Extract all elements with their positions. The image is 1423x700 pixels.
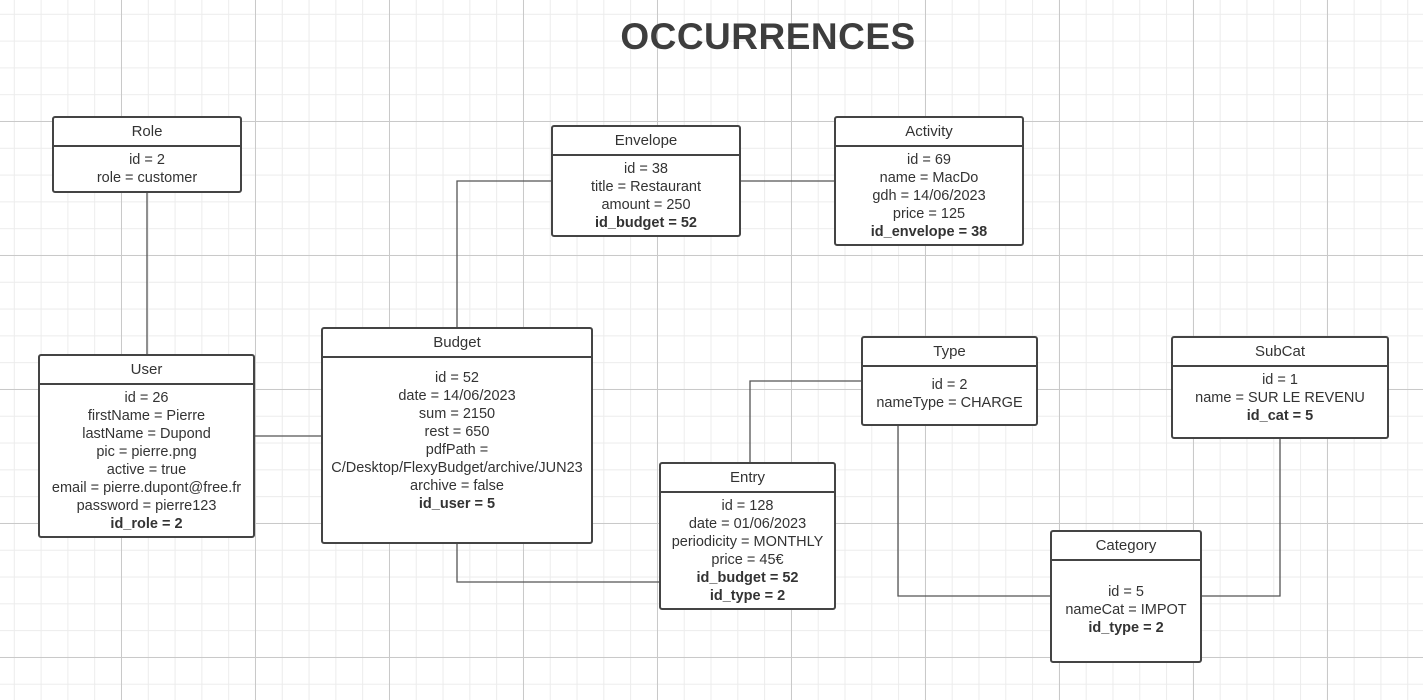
entity-type[interactable]: Type id = 2 nameType = CHARGE [861, 336, 1038, 426]
field: id = 5 [1108, 584, 1144, 600]
field: active = true [106, 462, 187, 478]
entity-user[interactable]: User id = 26 firstName = Pierre lastName… [38, 354, 255, 538]
field: id = 38 [624, 161, 668, 177]
foreign-key-field: id_user = 5 [418, 496, 496, 512]
connector-subcat-category [1201, 439, 1281, 597]
entity-type-name: Type [863, 338, 1036, 367]
field: archive = false [410, 478, 504, 494]
foreign-key-field: id_cat = 5 [1246, 408, 1314, 424]
connector-entry-type [749, 380, 862, 462]
field: id = 69 [907, 152, 951, 168]
entity-subcat[interactable]: SubCat id = 1 name = SUR LE REVENU id_ca… [1171, 336, 1389, 439]
entity-budget-name: Budget [323, 329, 591, 358]
field: gdh = 14/06/2023 [872, 188, 986, 204]
entity-budget[interactable]: Budget id = 52 date = 14/06/2023 sum = 2… [321, 327, 593, 544]
foreign-key-field: id_type = 2 [709, 588, 786, 604]
field: id = 26 [124, 390, 169, 406]
entity-envelope[interactable]: Envelope id = 38 title = Restaurant amou… [551, 125, 741, 237]
field: periodicity = MONTHLY [671, 534, 824, 550]
entity-activity-name: Activity [836, 118, 1022, 147]
entity-role-name: Role [54, 118, 240, 147]
field: password = pierre123 [76, 498, 217, 514]
page-title: OCCURRENCES [620, 16, 916, 57]
field: rest = 650 [424, 424, 490, 440]
field: C/Desktop/FlexyBudget/archive/JUN23 [331, 460, 583, 476]
foreign-key-field: id_role = 2 [110, 516, 183, 532]
entity-entry-name: Entry [661, 464, 834, 493]
entity-role[interactable]: Role id = 2 role = customer [52, 116, 242, 193]
field: nameCat = IMPOT [1065, 602, 1187, 618]
foreign-key-field: id_budget = 52 [595, 215, 697, 231]
field: email = pierre.dupont@free.fr [51, 480, 242, 496]
entity-user-name: User [40, 356, 253, 385]
field: firstName = Pierre [87, 408, 206, 424]
field: lastName = Dupond [82, 426, 211, 442]
entity-activity[interactable]: Activity id = 69 name = MacDo gdh = 14/0… [834, 116, 1024, 246]
field: name = SUR LE REVENU [1195, 390, 1365, 406]
field: date = 14/06/2023 [398, 388, 516, 404]
field: price = 125 [892, 206, 966, 222]
field: date = 01/06/2023 [688, 516, 807, 532]
field: title = Restaurant [590, 179, 702, 195]
field: role = customer [96, 170, 198, 186]
field: id = 2 [931, 377, 968, 393]
entity-category[interactable]: Category id = 5 nameCat = IMPOT id_type … [1050, 530, 1202, 663]
entity-subcat-name: SubCat [1173, 338, 1387, 367]
entity-category-name: Category [1052, 532, 1200, 561]
field: pdfPath = [425, 442, 489, 458]
field: id = 128 [721, 498, 774, 514]
field: pic = pierre.png [96, 444, 197, 460]
foreign-key-field: id_type = 2 [1088, 620, 1164, 636]
foreign-key-field: id_budget = 52 [696, 570, 799, 586]
field: id = 1 [1262, 372, 1298, 388]
field: sum = 2150 [418, 406, 496, 422]
connector-type-category [897, 426, 1051, 597]
field: nameType = CHARGE [876, 395, 1023, 411]
entity-envelope-name: Envelope [553, 127, 739, 156]
entity-entry[interactable]: Entry id = 128 date = 01/06/2023 periodi… [659, 462, 836, 610]
foreign-key-field: id_envelope = 38 [870, 224, 988, 240]
field: id = 2 [129, 152, 165, 168]
field: id = 52 [435, 370, 479, 386]
connector-budget-envelope [456, 180, 552, 328]
field: amount = 250 [601, 197, 691, 213]
field: price = 45€ [711, 552, 784, 568]
field: name = MacDo [879, 170, 979, 186]
connector-budget-entry [456, 544, 660, 583]
